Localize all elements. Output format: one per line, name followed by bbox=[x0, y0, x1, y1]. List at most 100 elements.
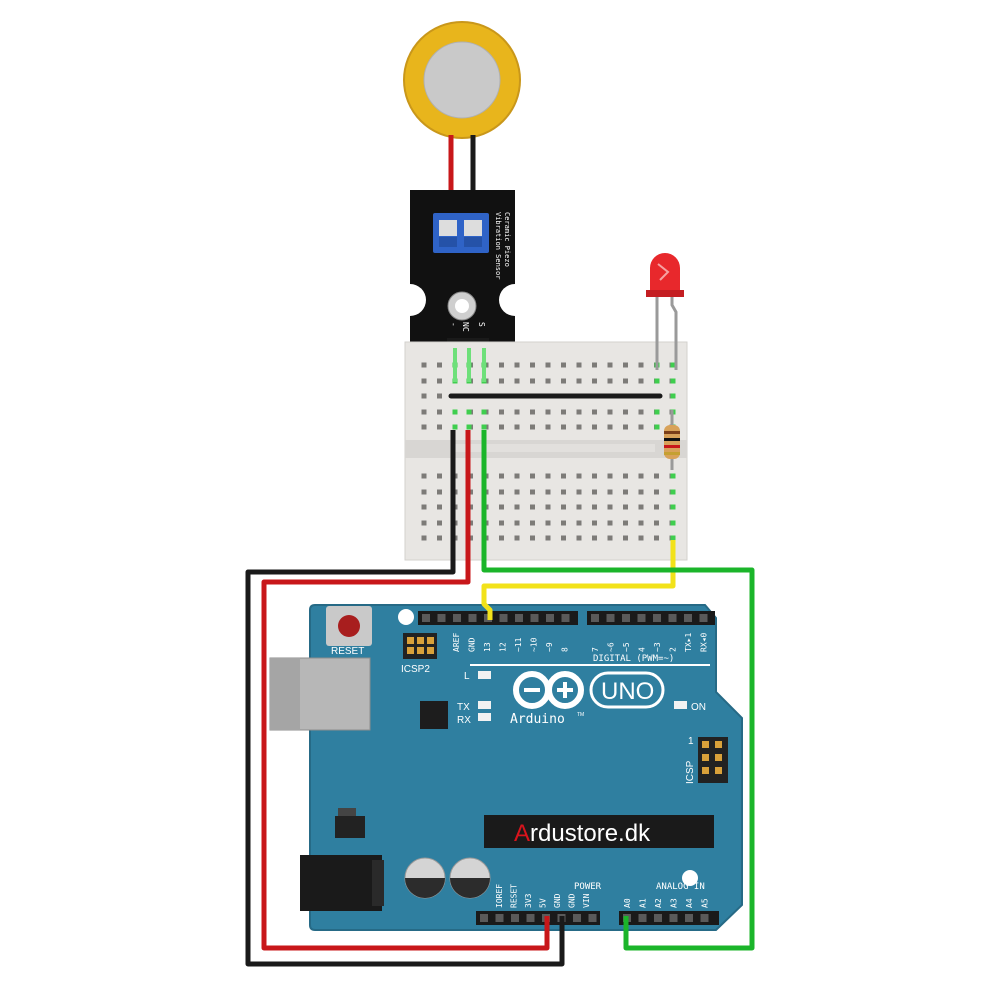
breadboard-hole bbox=[561, 424, 566, 430]
sensor-pin-nc: NC bbox=[461, 322, 470, 332]
breadboard-hole bbox=[576, 520, 582, 526]
breadboard-hole bbox=[421, 535, 427, 541]
watermark-first-letter: A bbox=[514, 820, 530, 847]
breadboard-hole bbox=[421, 362, 427, 368]
wire-green-a0 bbox=[481, 430, 755, 951]
breadboard-hole bbox=[437, 520, 442, 526]
sensor-pins bbox=[453, 348, 486, 382]
breadboard-hole bbox=[607, 409, 613, 415]
breadboard-hole bbox=[592, 378, 597, 384]
digital-pin-label: AREF bbox=[452, 633, 461, 652]
header-hole bbox=[654, 914, 662, 922]
header-hole bbox=[499, 614, 508, 622]
breadboard-hole bbox=[576, 535, 582, 541]
piezo-disc bbox=[403, 21, 521, 139]
breadboard-hole bbox=[623, 520, 628, 526]
header-hole bbox=[546, 614, 554, 622]
breadboard-hole bbox=[421, 520, 427, 526]
header-hole bbox=[480, 914, 488, 922]
header-hole bbox=[561, 614, 570, 622]
digital-pin-label: 2 bbox=[669, 647, 678, 652]
breadboard-hole bbox=[654, 489, 659, 495]
breadboard-hole bbox=[514, 409, 520, 415]
breadboard-hole bbox=[499, 504, 504, 510]
breadboard-hole bbox=[421, 424, 427, 430]
breadboard-hole bbox=[437, 424, 442, 430]
breadboard-hole bbox=[623, 424, 628, 430]
breadboard-hole bbox=[654, 424, 660, 430]
breadboard-hole bbox=[561, 362, 566, 368]
breadboard-hole bbox=[545, 535, 551, 541]
digital-pin-label: ~3 bbox=[653, 642, 662, 652]
breadboard-hole bbox=[592, 362, 597, 368]
header-hole bbox=[669, 914, 678, 922]
header-hole bbox=[591, 614, 599, 622]
digital-pin-label: 8 bbox=[561, 647, 570, 652]
breadboard-hole bbox=[561, 489, 566, 495]
header-hole bbox=[699, 614, 708, 622]
breadboard-hole bbox=[638, 473, 644, 479]
breadboard-hole bbox=[654, 535, 659, 541]
breadboard-hole bbox=[561, 535, 566, 541]
breadboard-hole bbox=[638, 520, 644, 526]
icsp2-label: ICSP2 bbox=[401, 664, 430, 675]
arduino-label: Arduino bbox=[510, 712, 565, 727]
breadboard-hole bbox=[561, 378, 566, 384]
wire-red-5v bbox=[261, 430, 550, 951]
breadboard-hole bbox=[545, 378, 551, 384]
header-hole bbox=[495, 914, 504, 922]
on-label: ON bbox=[691, 702, 706, 713]
breadboard-hole bbox=[576, 378, 582, 384]
breadboard-hole bbox=[607, 424, 613, 430]
breadboard-hole bbox=[654, 378, 660, 384]
breadboard-hole bbox=[638, 424, 644, 430]
icsp-pin bbox=[702, 767, 709, 774]
breadboard-hole bbox=[592, 473, 597, 479]
analog-in-label: ANALOG IN bbox=[656, 882, 705, 892]
breadboard-hole bbox=[530, 520, 535, 526]
header-hole bbox=[573, 914, 581, 922]
breadboard-hole bbox=[592, 504, 597, 510]
breadboard-hole bbox=[421, 473, 427, 479]
breadboard-hole bbox=[514, 489, 520, 495]
watermark: Ardustore.dk bbox=[514, 820, 651, 847]
breadboard-hole bbox=[623, 409, 628, 415]
breadboard-hole bbox=[514, 504, 520, 510]
breadboard-hole bbox=[607, 489, 613, 495]
breadboard-hole bbox=[437, 378, 442, 384]
icsp-pin bbox=[407, 647, 414, 654]
breadboard-hole bbox=[437, 473, 442, 479]
breadboard-hole bbox=[514, 473, 520, 479]
breadboard-hole bbox=[638, 535, 644, 541]
breadboard-hole bbox=[561, 473, 566, 479]
breadboard-hole bbox=[670, 504, 676, 510]
header-hole bbox=[526, 914, 535, 922]
breadboard-hole bbox=[592, 535, 597, 541]
icsp-pin bbox=[702, 741, 709, 748]
header-hole bbox=[685, 914, 693, 922]
breadboard-hole bbox=[530, 362, 535, 368]
breadboard bbox=[404, 341, 688, 561]
breadboard-hole bbox=[530, 535, 535, 541]
digital-label: DIGITAL (PWM=~) bbox=[593, 654, 674, 664]
header-hole bbox=[468, 614, 477, 622]
breadboard-hole bbox=[545, 473, 551, 479]
breadboard-hole bbox=[437, 489, 442, 495]
breadboard-hole bbox=[452, 409, 458, 415]
icsp-pin bbox=[427, 647, 434, 654]
breadboard-hole bbox=[514, 535, 520, 541]
breadboard-hole bbox=[670, 520, 676, 526]
breadboard-hole bbox=[670, 378, 676, 384]
breadboard-hole bbox=[607, 378, 613, 384]
breadboard-hole bbox=[437, 409, 442, 415]
power-label: POWER bbox=[574, 882, 602, 892]
analog-pin-label: A5 bbox=[701, 898, 710, 908]
breadboard-hole bbox=[545, 362, 551, 368]
icsp-pin bbox=[702, 754, 709, 761]
onboard-led-rx-label: RX bbox=[457, 715, 471, 726]
breadboard-hole bbox=[545, 424, 551, 430]
onboard-led-tx-label: TX bbox=[457, 702, 470, 713]
breadboard-hole bbox=[592, 489, 597, 495]
breadboard-hole bbox=[638, 362, 644, 368]
